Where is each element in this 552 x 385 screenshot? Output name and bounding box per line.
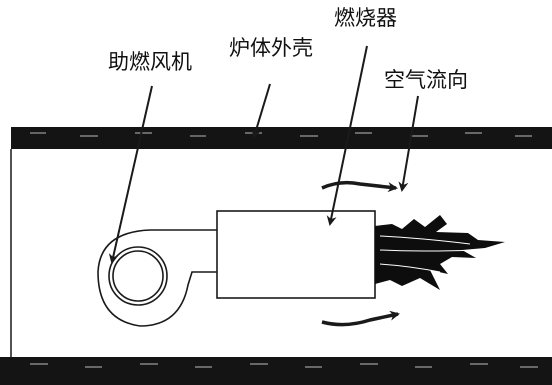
burner-box bbox=[216, 210, 376, 299]
label-burner: 燃烧器 bbox=[334, 6, 397, 30]
airflow-arrows bbox=[321, 180, 400, 327]
flame bbox=[375, 215, 505, 290]
leader-shell bbox=[251, 83, 271, 139]
flame-streaks bbox=[379, 235, 481, 273]
airflow-arrow-top bbox=[321, 180, 398, 193]
leader-burner bbox=[326, 45, 368, 226]
furnace-top-wall bbox=[11, 127, 552, 149]
label-airflow: 空气流向 bbox=[384, 68, 468, 92]
label-fan: 助燃风机 bbox=[108, 50, 192, 74]
leader-airflow bbox=[398, 95, 419, 192]
leader-lines bbox=[108, 45, 419, 264]
airflow-arrow-bottom bbox=[321, 310, 400, 327]
leader-fan bbox=[108, 85, 153, 264]
combustion-fan bbox=[97, 229, 217, 327]
furnace-bottom-wall bbox=[0, 357, 552, 385]
label-shell: 炉体外壳 bbox=[229, 36, 313, 60]
